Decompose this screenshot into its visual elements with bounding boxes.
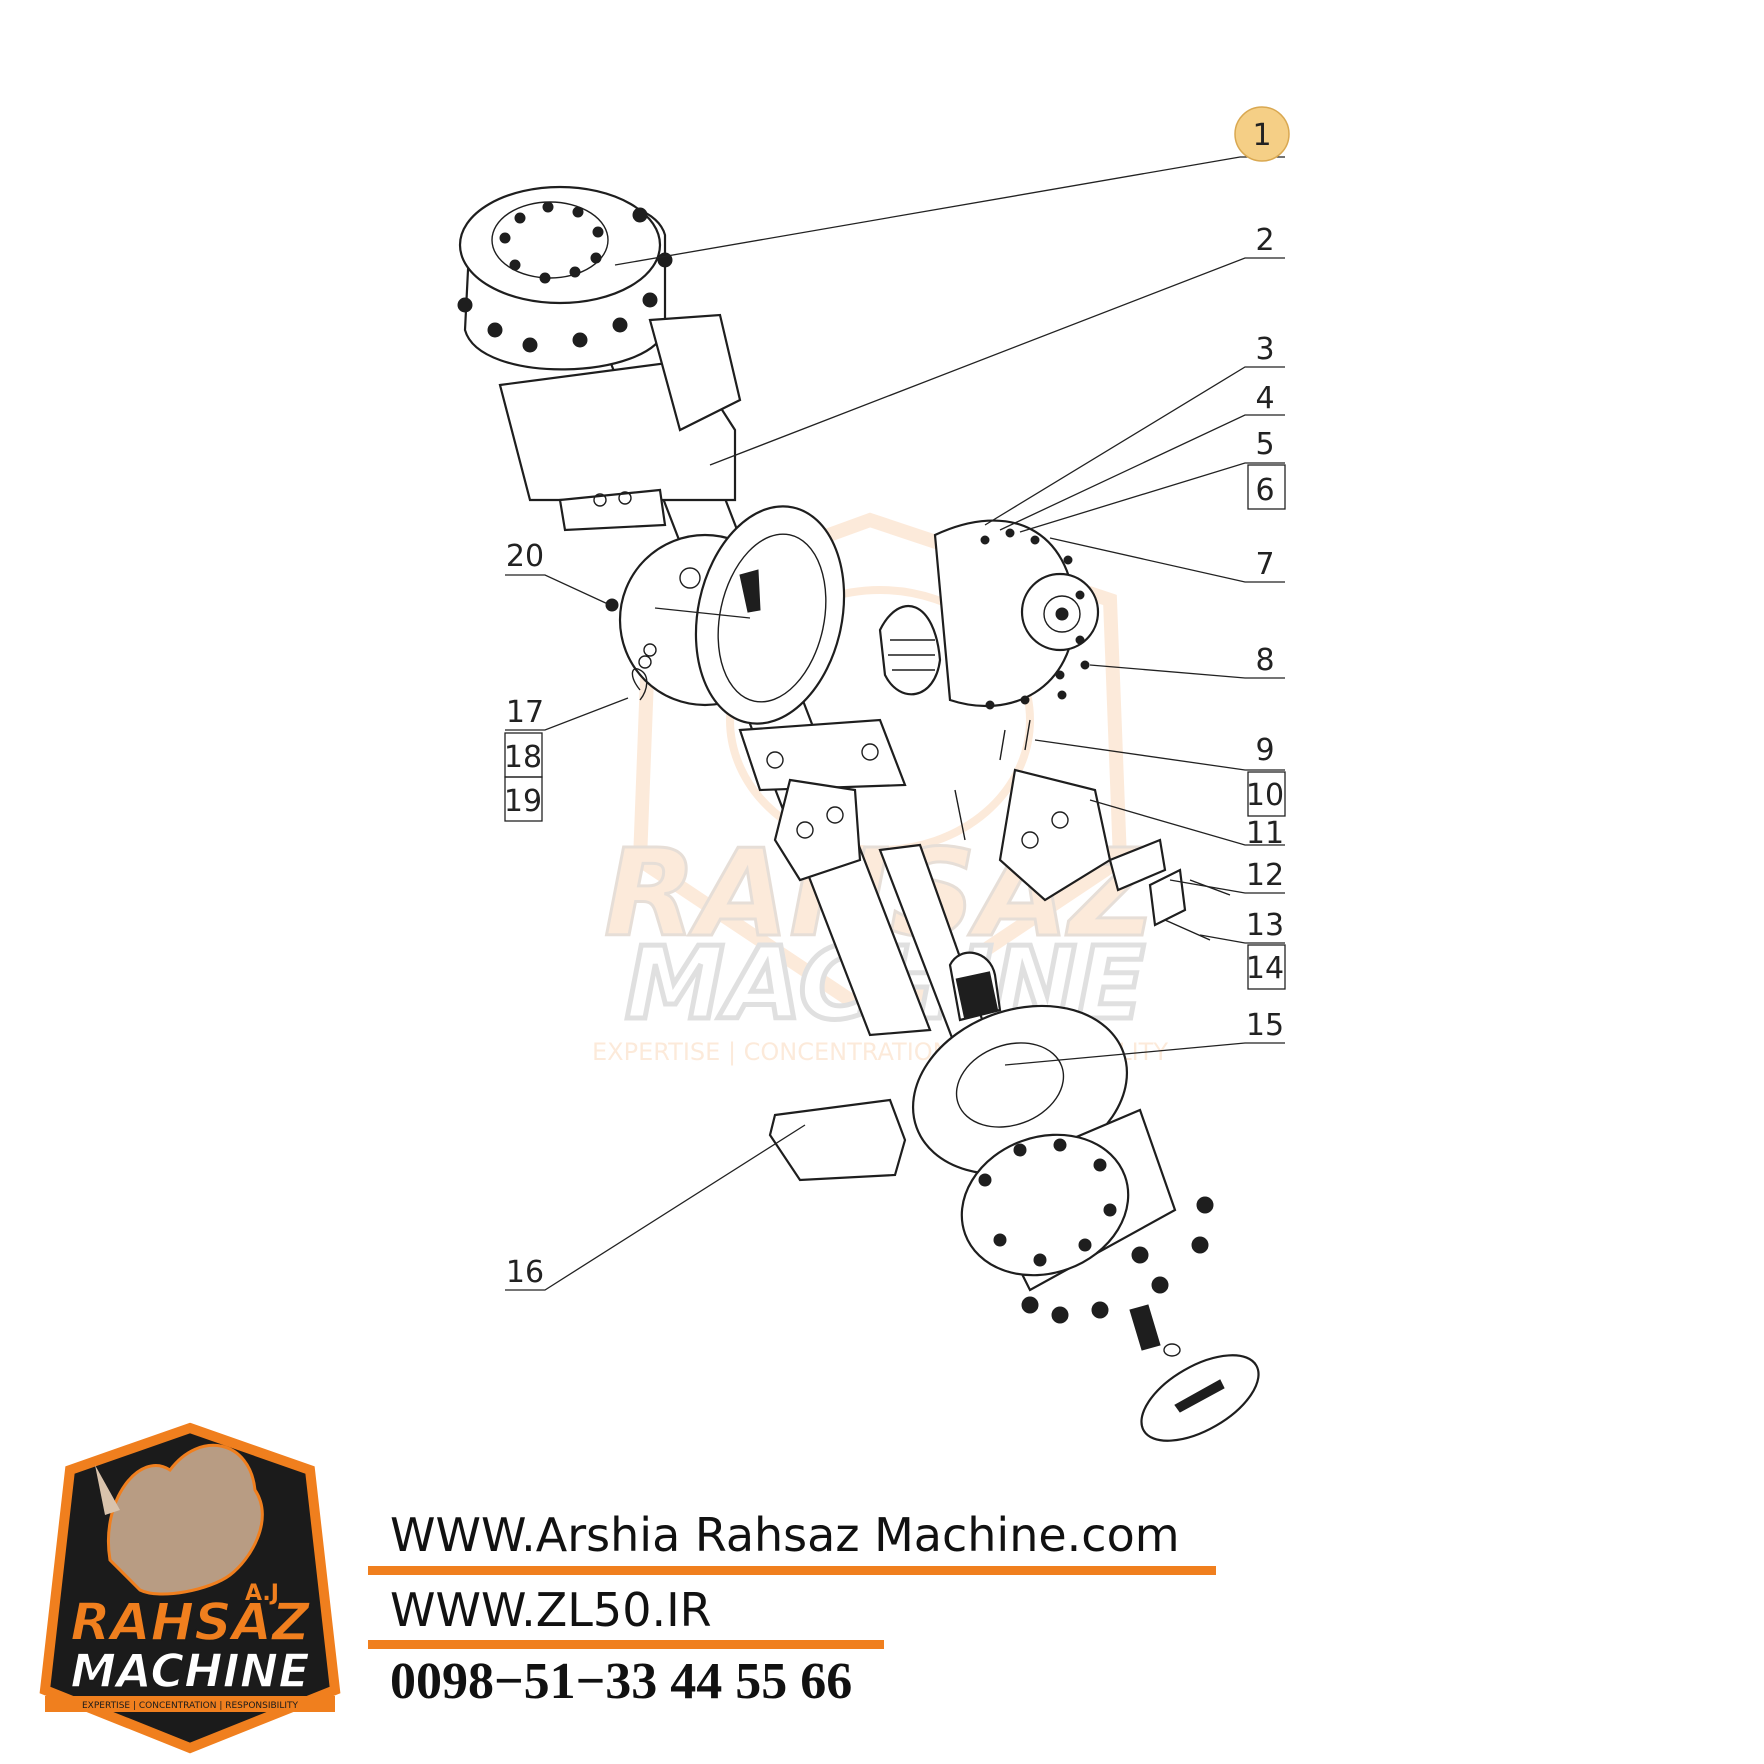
callout-10: 10 bbox=[1246, 778, 1284, 813]
callout-1-highlight bbox=[1234, 106, 1290, 162]
callout-5: 5 bbox=[1255, 427, 1274, 462]
logo-tagline: EXPERTISE | CONCENTRATION | RESPONSIBILI… bbox=[82, 1701, 298, 1711]
logo-initials: A.J bbox=[245, 1581, 279, 1606]
callout-7: 7 bbox=[1255, 547, 1274, 582]
callout-15: 15 bbox=[1246, 1008, 1284, 1043]
callout-1: 1 bbox=[1252, 118, 1271, 153]
callout-6: 6 bbox=[1255, 473, 1274, 508]
callout-20: 20 bbox=[506, 539, 544, 574]
callout-13: 13 bbox=[1246, 908, 1284, 943]
callout-17: 17 bbox=[506, 695, 544, 730]
callout-16: 16 bbox=[506, 1255, 544, 1290]
website-primary-underline bbox=[368, 1566, 1216, 1575]
callouts: 1 2 3 4 5 6 7 8 9 10 11 12 13 14 15 16 1… bbox=[504, 106, 1290, 1290]
callout-12: 12 bbox=[1246, 858, 1284, 893]
logo-line2: MACHINE bbox=[70, 1644, 309, 1698]
callout-14: 14 bbox=[1246, 951, 1284, 986]
callout-8: 8 bbox=[1255, 643, 1274, 678]
parts-drawing bbox=[457, 185, 1260, 1442]
rhino-head-icon bbox=[107, 1443, 264, 1596]
callout-3: 3 bbox=[1255, 332, 1274, 367]
callout-19: 19 bbox=[504, 784, 542, 819]
callout-4: 4 bbox=[1255, 381, 1274, 416]
website-primary[interactable]: WWW.Arshia Rahsaz Machine.com bbox=[390, 1508, 1180, 1562]
callout-2: 2 bbox=[1255, 223, 1274, 258]
callout-9: 9 bbox=[1255, 733, 1274, 768]
phone-number[interactable]: 0098−51−33 44 55 66 bbox=[390, 1653, 853, 1710]
callout-11: 11 bbox=[1246, 816, 1284, 851]
callout-18: 18 bbox=[504, 740, 542, 775]
website-secondary[interactable]: WWW.ZL50.IR bbox=[390, 1583, 712, 1637]
logo-line1: RAHSAZ bbox=[70, 1593, 311, 1653]
website-secondary-underline bbox=[368, 1640, 884, 1649]
company-logo: A.J RAHSAZ MACHINE EXPERTISE | CONCENTRA… bbox=[39, 1422, 341, 1754]
